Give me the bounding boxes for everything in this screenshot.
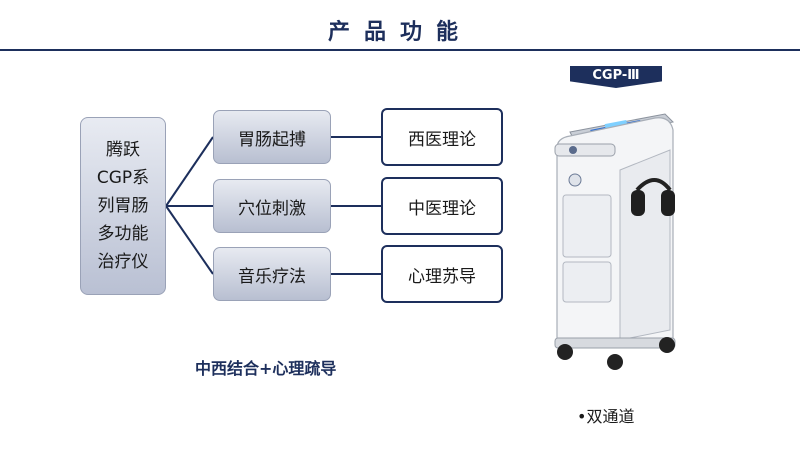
root-line: 多功能 <box>97 224 149 244</box>
title-divider <box>0 49 800 51</box>
connector-line <box>165 136 214 207</box>
root-box: 腾跃 CGP系 列胃肠 多功能 治疗仪 <box>80 117 166 295</box>
function-box-acupoint: 穴位刺激 <box>213 179 331 233</box>
theory-box-psych: 心理苏导 <box>381 245 503 303</box>
function-box-pacing: 胃肠起搏 <box>213 110 331 164</box>
channel-caption: •双通道 <box>577 407 635 426</box>
function-box-music: 音乐疗法 <box>213 247 331 301</box>
root-line: 腾跃 <box>106 140 140 160</box>
root-line: 治疗仪 <box>97 252 149 272</box>
theory-box-chinese: 中医理论 <box>381 177 503 235</box>
connector-line <box>165 205 214 275</box>
root-line: 列胃肠 <box>97 196 149 216</box>
summary-text: 中西结合+心理疏导 <box>195 359 337 378</box>
model-badge: CGP-Ⅲ <box>570 66 662 88</box>
theory-box-western: 西医理论 <box>381 108 503 166</box>
page-title: 产品功能 <box>327 20 472 45</box>
device-image <box>554 113 676 370</box>
root-line: CGP系 <box>96 168 150 188</box>
